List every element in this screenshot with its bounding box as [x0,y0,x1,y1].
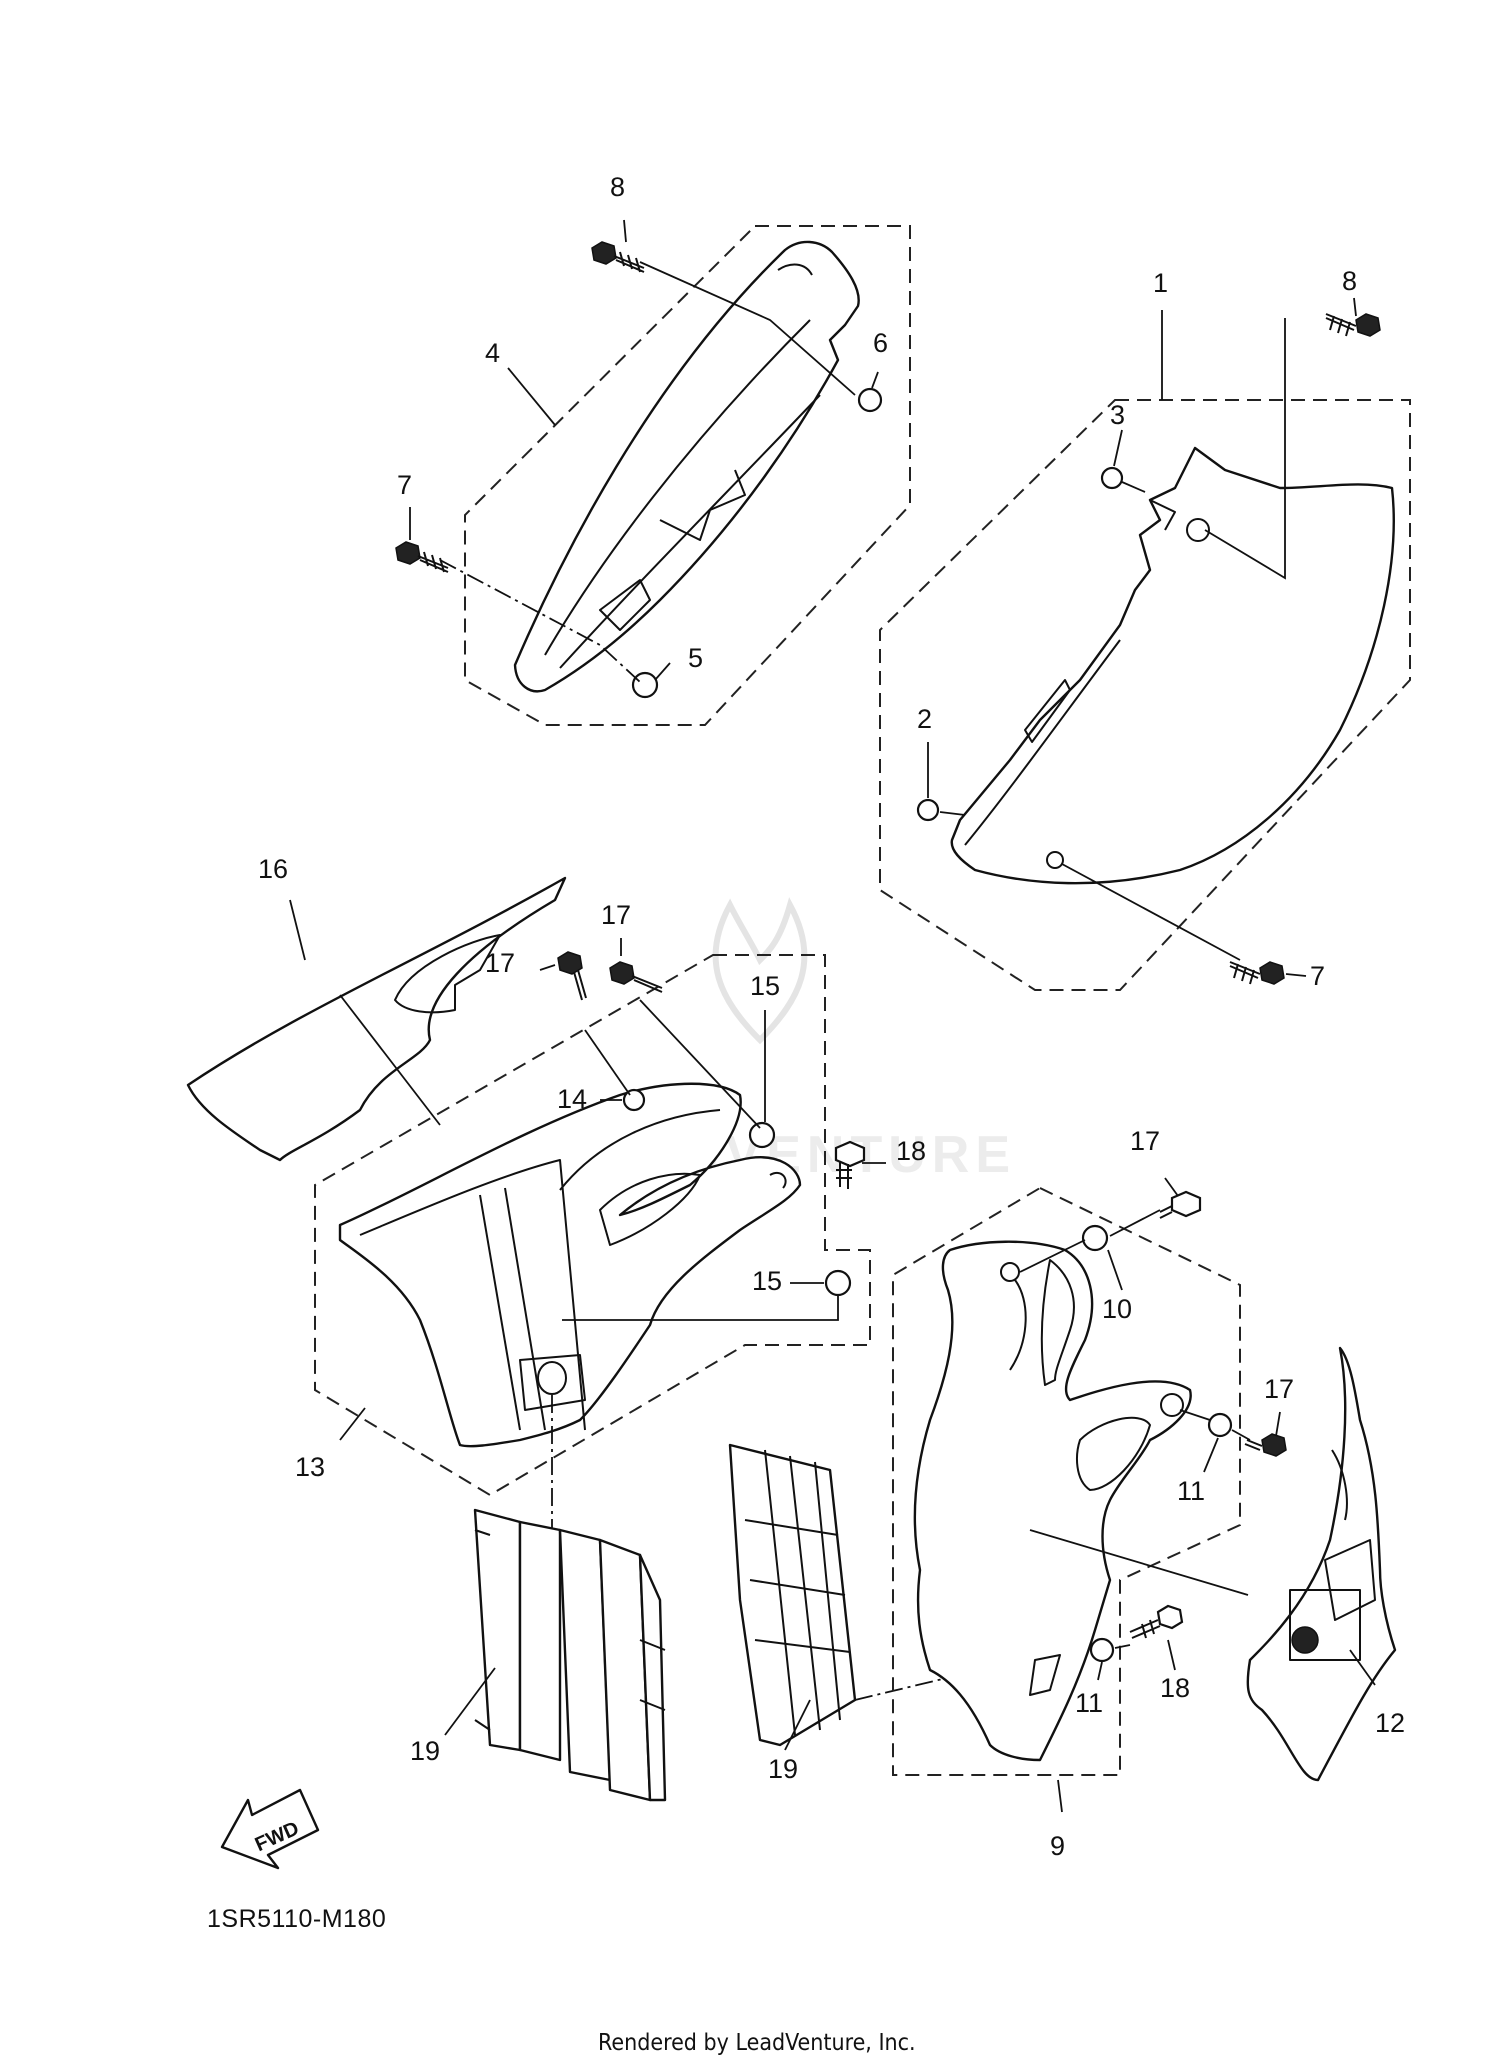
forward-arrow-icon [220,1788,320,1870]
side-cover [950,446,1395,885]
tuning-fork-logo-icon [1291,1626,1319,1654]
callout-13: 13 [295,1452,325,1482]
callout-14: 14 [557,1084,587,1114]
render-credit: Rendered by LeadVenture, Inc. [598,2030,916,2056]
callout-17: 17 [601,900,631,930]
bolt-18-lower [1129,1604,1184,1639]
grommet-14 [622,1088,646,1112]
watermark-flame-icon [712,897,808,1045]
callout-17: 17 [485,948,515,978]
bolt-8-upper-left [591,241,645,273]
callout-12: 12 [1375,1708,1405,1738]
callout-15: 15 [750,971,780,1001]
callout-5: 5 [688,643,703,673]
grommet-6 [857,387,883,413]
grommet-15-lower [824,1269,852,1297]
bolt-17-left-a [557,951,587,1001]
bolt-7-upper-left [395,541,449,573]
callout-8: 8 [1342,266,1357,296]
bolt-17-left-b [609,961,663,993]
grommet-10 [1081,1224,1109,1252]
assembly-4-boundary [464,225,911,726]
bolt-7-lower-right [1229,961,1285,985]
callout-7: 7 [1310,961,1325,991]
callout-18: 18 [1160,1673,1190,1703]
callout-16: 16 [258,854,288,884]
assembly-1 [879,318,1411,991]
assembly-13 [314,954,871,1497]
callout-7: 7 [397,470,412,500]
assembly-9-boundary [892,1186,1241,1776]
shroud-graphic [1246,1346,1397,1782]
bolt-17-right-lower [1244,1433,1287,1457]
callout-1: 1 [1153,268,1168,298]
bolt-18-mid [834,1140,866,1189]
callout-19: 19 [768,1754,798,1784]
bolt-8-upper-right [1325,313,1381,337]
grommet-5 [631,671,659,699]
callout-3: 3 [1110,400,1125,430]
callout-11: 11 [1075,1688,1103,1718]
callout-9: 9 [1050,1831,1065,1861]
callout-17: 17 [1130,1126,1160,1156]
assembly-9 [892,1186,1249,1776]
callout-11: 11 [1177,1476,1205,1506]
bolt-17-right-upper [1159,1190,1202,1219]
callout-17: 17 [1264,1374,1294,1404]
callout-18: 18 [896,1136,926,1166]
grommet-11-upper [1207,1412,1233,1438]
grommet-15-upper [748,1121,776,1149]
callout-6: 6 [873,328,888,358]
graphic-16 [186,876,567,1162]
callout-4: 4 [485,338,500,368]
radiator-shroud-right [913,1240,1192,1762]
grommet-11-lower [1089,1637,1115,1663]
forward-arrow: FWD [220,1788,320,1870]
callout-15: 15 [752,1266,782,1296]
assembly-1-boundary [879,399,1411,991]
graphic-12 [1246,1346,1397,1782]
assembly-4 [464,225,911,726]
grommet-3 [1100,466,1124,490]
callout-10: 10 [1102,1294,1132,1324]
callout-19: 19 [410,1736,440,1766]
callout-8: 8 [610,172,625,202]
radiator-louver-19-right [728,1443,981,1747]
drawing-code: 1SR5110-M180 [207,1905,386,1933]
radiator-louver-19-left [473,1508,667,1802]
tank-graphic [186,876,567,1162]
callout-2: 2 [917,704,932,734]
grommet-2 [916,798,940,822]
side-cover-bracket [513,240,860,693]
